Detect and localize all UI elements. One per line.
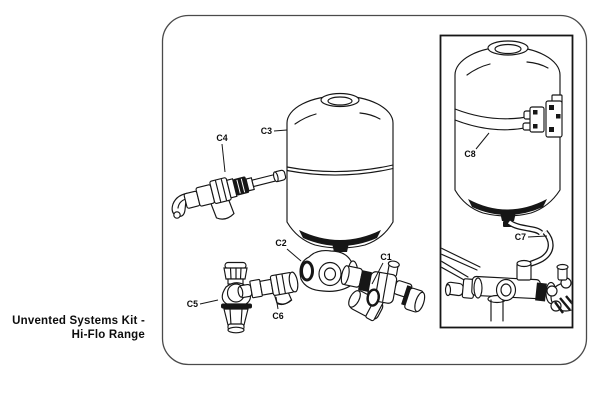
expansion-vessel [286, 92, 394, 252]
label-c8: C8 [464, 132, 490, 159]
label-c3: C3 [261, 126, 288, 136]
part-label-c1: C1 [380, 252, 391, 262]
label-c7: C7 [515, 232, 548, 242]
tee-fitting [299, 250, 359, 292]
title-line-1: Unvented Systems Kit - [12, 315, 145, 327]
label-c4: C4 [216, 133, 228, 173]
inset-box: C8 C7 [439, 34, 574, 329]
inset-pipework [441, 247, 572, 322]
mounting-strap [454, 94, 563, 138]
part-label-c2: C2 [275, 238, 286, 248]
check-valve [237, 271, 299, 306]
label-c6: C6 [272, 296, 284, 321]
part-label-c4: C4 [216, 133, 227, 143]
relief-valve [171, 169, 287, 220]
diagram-title: Unvented Systems Kit - Hi-Flo Range [0, 315, 145, 342]
inset-vessel [454, 40, 561, 227]
part-label-c6: C6 [272, 311, 283, 321]
part-label-c8: C8 [464, 149, 475, 159]
label-c1: C1 [371, 252, 392, 285]
part-label-c3: C3 [261, 126, 272, 136]
label-c5: C5 [187, 299, 219, 309]
part-label-c7: C7 [515, 232, 526, 242]
control-valve [340, 260, 426, 322]
part-label-c5: C5 [187, 299, 198, 309]
title-line-2: Hi-Flo Range [71, 328, 145, 341]
label-c2: C2 [275, 238, 302, 262]
